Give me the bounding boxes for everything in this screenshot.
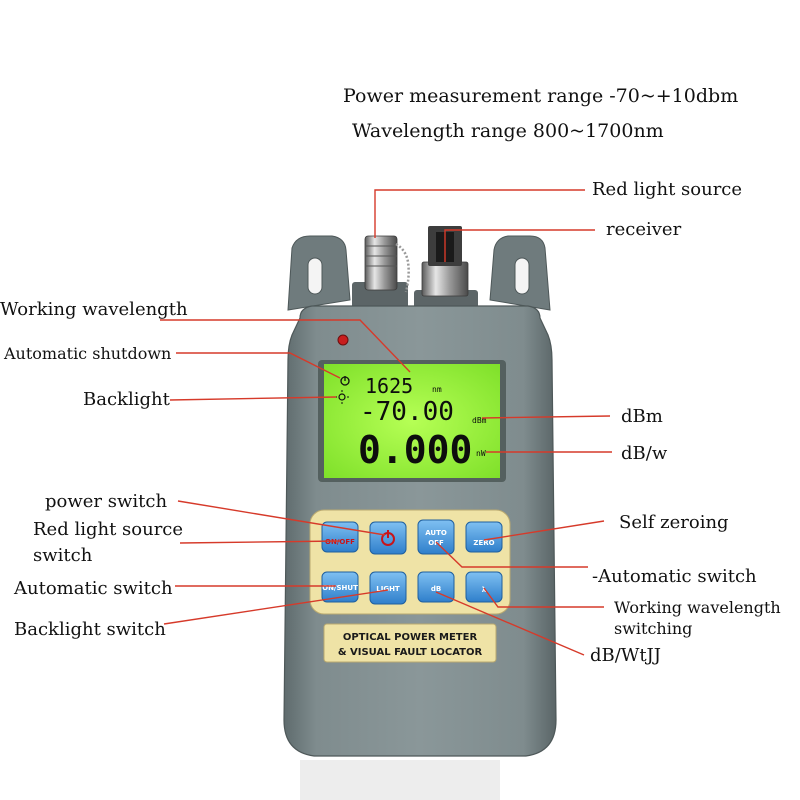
keypad-panel [309,509,511,615]
callout-lines [160,189,612,656]
label-dbw-bottom: dB/WtJJ [590,645,661,666]
label-dbm: dBm [621,406,663,427]
receiver-connector [421,261,469,297]
lcd-power-unit: dBm [472,416,487,425]
callout-dbm [481,415,611,419]
svg-text:AUTO: AUTO [425,529,447,537]
label-wavelength-switching-line-2: switching [614,619,693,638]
nameplate-line-1: OPTICAL POWER METER [343,632,478,643]
lcd-watt: 0.000 [358,428,472,472]
lcd-wavelength: 1625 [365,374,413,398]
callout-red-light-switch [179,540,341,544]
red-light-connector [364,235,398,291]
callout-working-wavelength [160,319,411,373]
auto-shutdown-icon [340,376,350,386]
nameplate [323,623,497,663]
db-button[interactable]: dB [417,571,455,603]
callout-automatic-switch-right [435,541,588,568]
power-icon [381,530,395,546]
callout-receiver [444,229,595,262]
callout-backlight [169,396,337,401]
svg-text:LIGHT: LIGHT [376,585,400,593]
callout-backlight-switch [163,589,389,625]
label-receiver: receiver [606,219,682,240]
zero-button[interactable]: ZERO [465,521,503,553]
lcd-wavelength-unit: nm [432,385,442,394]
label-backlight-switch: Backlight switch [14,619,166,640]
svg-text:ON/SHUT: ON/SHUT [322,584,358,592]
wavelength-button[interactable]: λ [465,571,503,603]
callout-automatic-shutdown [176,352,341,379]
label-backlight: Backlight [83,389,170,410]
label-red-light-source: Red light source [592,179,743,200]
power-button[interactable] [369,521,407,555]
label-red-light-switch-line-1: Red light source [33,519,184,540]
left-ear-slot [307,257,323,295]
label-automatic-switch-left: Automatic switch [14,578,173,599]
callout-power-switch [177,500,386,536]
lcd-power: -70.00 [360,397,454,427]
auto-off-button[interactable]: AUTO OFF [417,519,455,555]
label-self-zeroing: Self zeroing [619,512,729,533]
light-button[interactable]: LIGHT [369,571,407,605]
label-automatic-switch-right: -Automatic switch [592,566,757,587]
callout-self-zeroing [483,520,605,541]
right-ear-slot [514,257,530,295]
label-automatic-shutdown: Automatic shutdown [4,344,172,363]
callout-dbw-bottom [435,591,585,656]
label-red-light-switch-line-2: switch [33,545,93,566]
label-working-wavelength: Working wavelength [0,299,188,320]
lcd-screen [324,364,500,478]
header-wavelength-range: Wavelength range 800~1700nm [352,120,664,142]
lcd-watt-unit: nW [476,449,486,458]
auto-shut-button[interactable]: ON/SHUT [321,571,359,603]
callout-wavelength-switching [483,587,604,608]
svg-text:λ: λ [482,586,487,594]
nameplate-line-2: & VISUAL FAULT LOCATOR [338,647,483,658]
svg-text:ON/OFF: ON/OFF [325,538,355,546]
label-power-switch: power switch [45,491,168,512]
label-wavelength-switching-line-1: Working wavelength [614,598,781,617]
on-off-button[interactable]: ON/OFF [321,521,359,553]
label-dbw: dB/w [621,443,668,464]
callout-red-light-source [374,189,585,238]
header-measurement-range: Power measurement range -70~+10dbm [343,85,739,107]
status-led-icon [337,334,349,346]
svg-text:ZERO: ZERO [473,539,494,547]
floor-reflection [300,760,500,800]
svg-text:dB: dB [431,585,441,593]
